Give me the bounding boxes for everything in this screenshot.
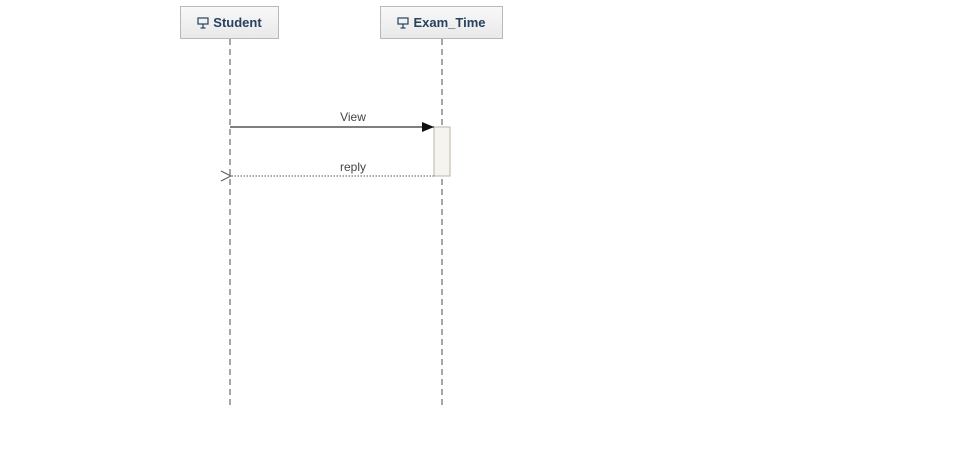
activation-bar[interactable]	[433, 126, 451, 177]
lifeline-student-header[interactable]: Student	[180, 6, 279, 39]
message-reply-label: reply	[339, 160, 367, 174]
actor-icon	[397, 16, 410, 29]
lifeline-exam-time-label: Exam_Time	[413, 15, 486, 30]
actor-icon	[197, 16, 209, 29]
message-view-label: View	[340, 110, 366, 124]
lifeline-exam-time-header[interactable]: Exam_Time	[380, 6, 503, 39]
lifeline-student-label: Student	[213, 15, 262, 30]
